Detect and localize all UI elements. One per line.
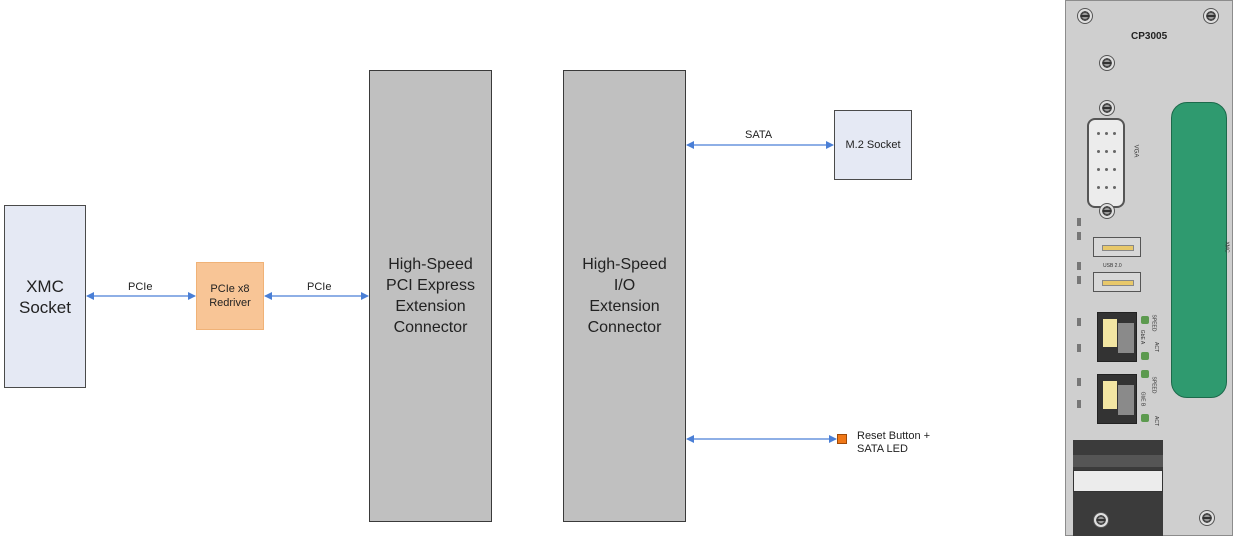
ejector-handle-top — [1073, 455, 1163, 467]
ejector-handle-label-area — [1073, 470, 1163, 492]
screw-icon — [1077, 8, 1093, 24]
act-label-b: ACT — [1153, 416, 1159, 426]
speed-label-b: SPEED — [1150, 376, 1157, 394]
status-led — [1077, 318, 1081, 326]
status-led — [1077, 232, 1081, 240]
act-led-a — [1141, 352, 1149, 360]
usb-port-1 — [1093, 237, 1141, 257]
speed-label-a: SPEED — [1150, 314, 1157, 332]
ethernet-port-b — [1097, 374, 1137, 424]
vga-port — [1087, 118, 1125, 208]
link-label-pcie-2: PCIe — [307, 281, 332, 293]
xmc-slot — [1171, 102, 1227, 398]
panel-model-label: CP3005 — [1131, 31, 1168, 42]
xmc-socket-block: XMC Socket — [4, 205, 86, 388]
status-led — [1077, 400, 1081, 408]
pcie-extension-connector-block: High-Speed PCI Express Extension Connect… — [369, 70, 492, 522]
gbe-a-label: GbE A — [1139, 329, 1146, 345]
vga-label: VGA — [1132, 144, 1139, 158]
status-led — [1077, 218, 1081, 226]
xmc-panel-label: XMC — [1223, 241, 1230, 253]
status-led — [1077, 344, 1081, 352]
reset-led-label: Reset Button + SATA LED — [857, 430, 931, 455]
link-label-sata: SATA — [745, 129, 773, 141]
link-label-pcie-1: PCIe — [128, 281, 153, 293]
front-panel-image: CP3005 VGA XMC USB 2.0 GbE A SPEED ACT G… — [1065, 0, 1233, 536]
screw-icon — [1099, 203, 1115, 219]
act-label-a: ACT — [1153, 342, 1159, 352]
m2-socket-block: M.2 Socket — [834, 110, 912, 180]
status-led — [1077, 262, 1081, 270]
screw-icon — [1203, 8, 1219, 24]
screw-icon — [1199, 510, 1215, 526]
reset-led-indicator — [837, 434, 847, 444]
screw-icon — [1093, 512, 1109, 528]
status-led — [1077, 276, 1081, 284]
gbe-b-label: GbE B — [1139, 391, 1146, 407]
speed-led-b — [1141, 370, 1149, 378]
speed-led-a — [1141, 316, 1149, 324]
usb-port-2 — [1093, 272, 1141, 292]
screw-icon — [1099, 55, 1115, 71]
act-led-b — [1141, 414, 1149, 422]
screw-icon — [1099, 100, 1115, 116]
io-extension-connector-block: High-Speed I/O Extension Connector — [563, 70, 686, 522]
usb-label: USB 2.0 — [1103, 263, 1122, 269]
pcie-redriver-block: PCIe x8 Redriver — [196, 262, 264, 330]
ethernet-port-a — [1097, 312, 1137, 362]
status-led — [1077, 378, 1081, 386]
